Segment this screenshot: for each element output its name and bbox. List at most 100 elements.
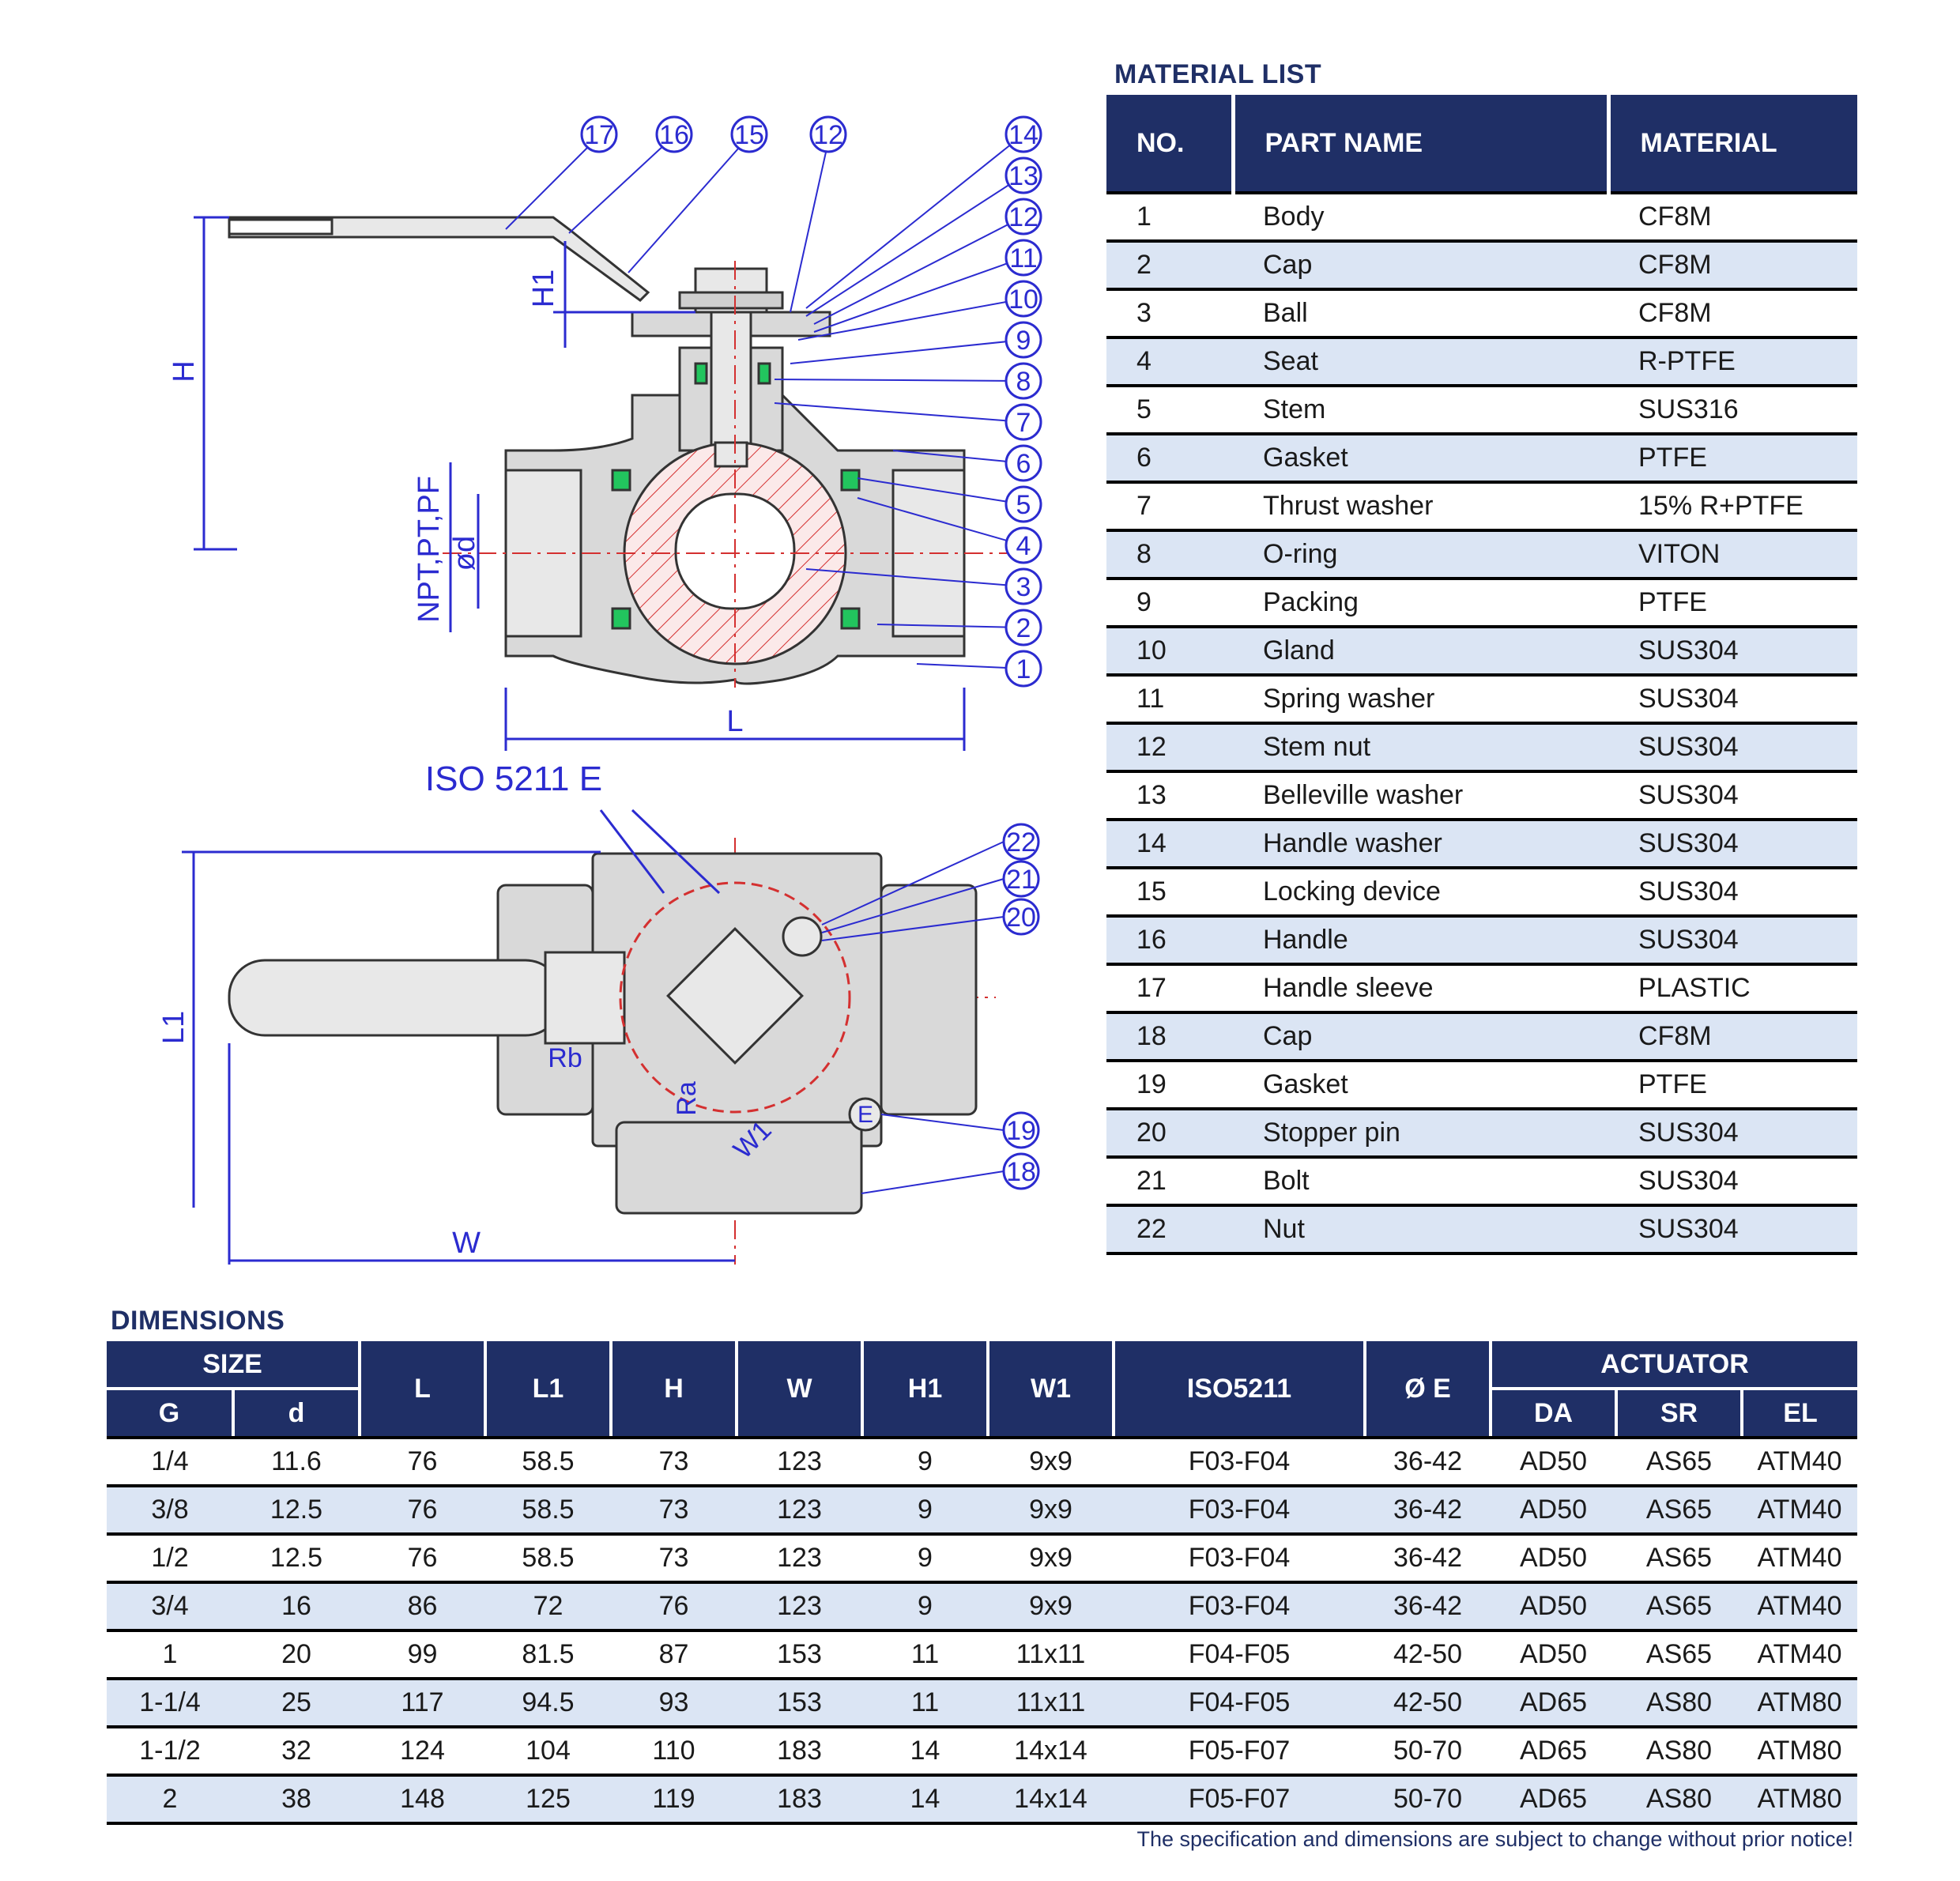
act-sr: AS80 xyxy=(1616,1727,1742,1777)
dim-w: 123 xyxy=(737,1486,862,1536)
oe: 36-42 xyxy=(1365,1582,1491,1632)
dim-w: 183 xyxy=(737,1727,862,1777)
material-list-title: MATERIAL LIST xyxy=(1114,59,1322,89)
part-no: 11 xyxy=(1106,675,1233,725)
col-l1: L1 xyxy=(485,1341,612,1439)
part-material: SUS316 xyxy=(1608,386,1857,435)
dim-l: 117 xyxy=(360,1679,485,1728)
part-material: SUS304 xyxy=(1608,820,1857,869)
dim-w1: 11x11 xyxy=(988,1679,1114,1728)
act-el: ATM40 xyxy=(1742,1486,1857,1536)
part-no: 3 xyxy=(1106,289,1233,339)
svg-text:12: 12 xyxy=(1008,202,1038,232)
part-material: PLASTIC xyxy=(1608,964,1857,1014)
svg-text:20: 20 xyxy=(1006,903,1036,933)
act-sr: AS80 xyxy=(1616,1775,1742,1825)
part-no: 12 xyxy=(1106,723,1233,773)
callout-9: 9 xyxy=(1004,321,1042,359)
size-d: 16 xyxy=(233,1582,360,1632)
part-name: Packing xyxy=(1233,579,1608,628)
dim-l1: 72 xyxy=(485,1582,611,1632)
part-no: 10 xyxy=(1106,627,1233,677)
dim-l1: 58.5 xyxy=(485,1534,611,1584)
act-el: ATM40 xyxy=(1742,1582,1857,1632)
col-material: MATERIAL xyxy=(1608,95,1857,194)
part-no: 13 xyxy=(1106,771,1233,821)
part-no: 5 xyxy=(1106,386,1233,435)
dim-l1: 58.5 xyxy=(485,1486,611,1536)
part-name: Thrust washer xyxy=(1233,482,1608,532)
dim-l: 148 xyxy=(360,1775,485,1825)
dim-l1: 81.5 xyxy=(485,1630,611,1680)
iso5211: F03-F04 xyxy=(1114,1582,1365,1632)
dim-l: 124 xyxy=(360,1727,485,1777)
part-no: 1 xyxy=(1106,193,1233,243)
part-name: Belleville washer xyxy=(1233,771,1608,821)
callout-22: 22 xyxy=(1002,823,1040,861)
size-d: 20 xyxy=(233,1630,360,1680)
dim-w: 183 xyxy=(737,1775,862,1825)
part-no: 18 xyxy=(1106,1012,1233,1062)
act-sr: AS65 xyxy=(1616,1630,1742,1680)
col-iso5211: ISO5211 xyxy=(1114,1341,1366,1439)
part-material: SUS304 xyxy=(1608,1109,1857,1159)
col-el: EL xyxy=(1742,1389,1857,1439)
callout-7: 7 xyxy=(1004,403,1042,441)
dim-l: 76 xyxy=(360,1534,485,1584)
svg-text:10: 10 xyxy=(1008,285,1038,315)
part-name: Gasket xyxy=(1233,434,1608,484)
dim-h1: 11 xyxy=(862,1679,988,1728)
part-no: 16 xyxy=(1106,916,1233,966)
part-material: CF8M xyxy=(1608,241,1857,291)
part-name: Seat xyxy=(1233,337,1608,387)
act-el: ATM40 xyxy=(1742,1534,1857,1584)
part-material: SUS304 xyxy=(1608,916,1857,966)
callout-10: 10 xyxy=(1004,280,1042,318)
col-no: NO. xyxy=(1106,95,1235,194)
svg-text:9: 9 xyxy=(1016,326,1031,356)
part-no: 6 xyxy=(1106,434,1233,484)
size-g: 1 xyxy=(107,1630,233,1680)
dimensions-table: SIZE L L1 H W H1 W1 ISO5211 Ø E ACTUATOR… xyxy=(107,1341,1857,1825)
callout-8: 8 xyxy=(1004,362,1042,400)
svg-text:15: 15 xyxy=(734,120,764,150)
part-name: Stem nut xyxy=(1233,723,1608,773)
dim-h1-label: H1 xyxy=(527,270,560,308)
part-no: 20 xyxy=(1106,1109,1233,1159)
part-name: Body xyxy=(1233,193,1608,243)
svg-text:8: 8 xyxy=(1016,367,1031,397)
iso5211: F04-F05 xyxy=(1114,1630,1365,1680)
part-name: Gland xyxy=(1233,627,1608,677)
dim-h1: 14 xyxy=(862,1775,988,1825)
part-material: PTFE xyxy=(1608,434,1857,484)
rb-label: Rb xyxy=(548,1043,582,1073)
part-material: SUS304 xyxy=(1608,868,1857,918)
callout-2: 2 xyxy=(1004,609,1042,646)
col-actuator: ACTUATOR xyxy=(1491,1341,1857,1390)
svg-text:2: 2 xyxy=(1016,613,1031,643)
size-d: 12.5 xyxy=(233,1486,360,1536)
size-d: 25 xyxy=(233,1679,360,1728)
act-da: AD50 xyxy=(1491,1582,1616,1632)
svg-text:18: 18 xyxy=(1006,1157,1036,1187)
iso5211: F03-F04 xyxy=(1114,1534,1365,1584)
dim-h1: 11 xyxy=(862,1630,988,1680)
dim-h: 119 xyxy=(611,1775,737,1825)
oe: 42-50 xyxy=(1365,1630,1491,1680)
callout-21: 21 xyxy=(1002,860,1040,898)
part-no: 2 xyxy=(1106,241,1233,291)
dim-l1-label: L1 xyxy=(157,1011,190,1044)
part-no: 8 xyxy=(1106,530,1233,580)
part-name: Nut xyxy=(1233,1205,1608,1255)
svg-text:7: 7 xyxy=(1016,408,1031,438)
dim-w: 153 xyxy=(737,1630,862,1680)
callout-11: 11 xyxy=(1004,239,1042,277)
